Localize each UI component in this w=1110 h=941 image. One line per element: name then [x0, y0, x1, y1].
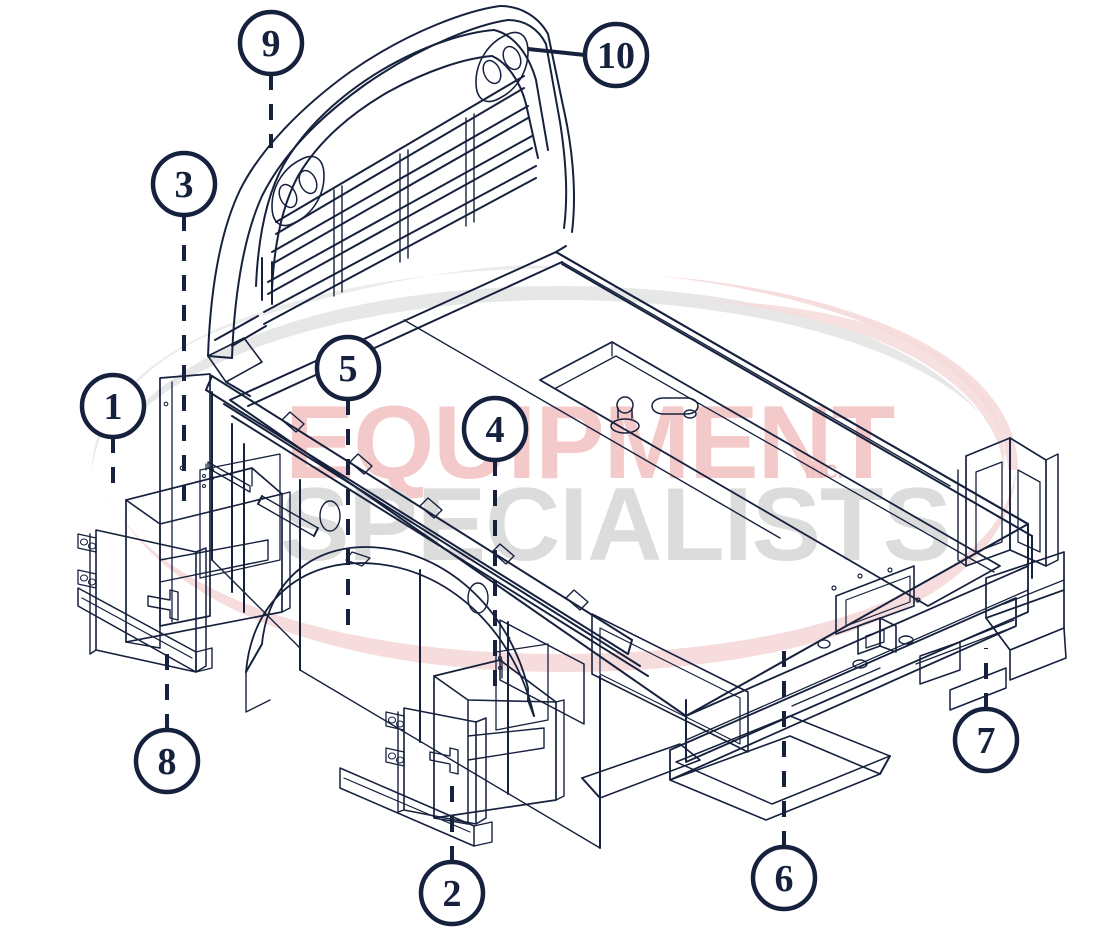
callout-circle[interactable] — [461, 395, 529, 463]
callout-5[interactable]: 5 — [314, 334, 382, 632]
driver-side-toolbox — [77, 453, 291, 673]
callout-circle[interactable] — [314, 334, 382, 402]
headache-rack-assembly — [207, 5, 575, 397]
callout-2[interactable]: 2 — [418, 786, 486, 927]
callout-7[interactable]: 7 — [952, 648, 1020, 774]
callout-number: 6 — [775, 858, 794, 900]
callout-4[interactable]: 4 — [461, 395, 529, 690]
callout-number: 9 — [262, 23, 281, 65]
callout-circle[interactable] — [418, 859, 486, 927]
callout-circle[interactable] — [952, 706, 1020, 774]
callout-number: 8 — [158, 741, 177, 783]
callout-circle[interactable] — [750, 844, 818, 912]
callout-circle[interactable] — [237, 9, 305, 77]
bed-frame-assembly — [205, 245, 1033, 849]
callout-number: 10 — [597, 35, 635, 77]
callout-3[interactable]: 3 — [150, 150, 218, 512]
callout-number: 1 — [104, 386, 123, 428]
callout-circle[interactable] — [133, 727, 201, 795]
callout-10[interactable]: 10 — [527, 21, 650, 89]
callout-number: 5 — [339, 348, 358, 390]
watermark-specialists-text: SPECIALISTS — [280, 467, 951, 583]
callout-number: 3 — [175, 164, 194, 206]
callout-circle[interactable] — [582, 21, 650, 89]
callout-leader-line — [527, 47, 586, 57]
callout-6[interactable]: 6 — [750, 640, 818, 912]
callout-number: 7 — [977, 720, 996, 762]
rear-right-door-panels — [957, 437, 1059, 567]
rear-bumper-assembly — [581, 551, 1067, 821]
driver-side-body — [207, 461, 749, 753]
callout-circle[interactable] — [150, 150, 218, 218]
callout-9[interactable]: 9 — [237, 9, 305, 148]
passenger-side-toolbox — [339, 643, 565, 847]
deck-center-box — [539, 341, 1001, 607]
callout-1[interactable]: 1 — [79, 372, 147, 497]
callout-number: 4 — [486, 409, 505, 451]
watermark-equipment-text: EQUIPMENT — [285, 385, 895, 501]
callout-layer: 1 2 3 4 5 6 7 8 9 10 — [79, 9, 1020, 927]
callout-8[interactable]: 8 — [133, 650, 201, 795]
callout-number: 2 — [443, 873, 462, 915]
callout-circle[interactable] — [79, 372, 147, 440]
watermark-inc-text: INC. — [805, 462, 843, 483]
